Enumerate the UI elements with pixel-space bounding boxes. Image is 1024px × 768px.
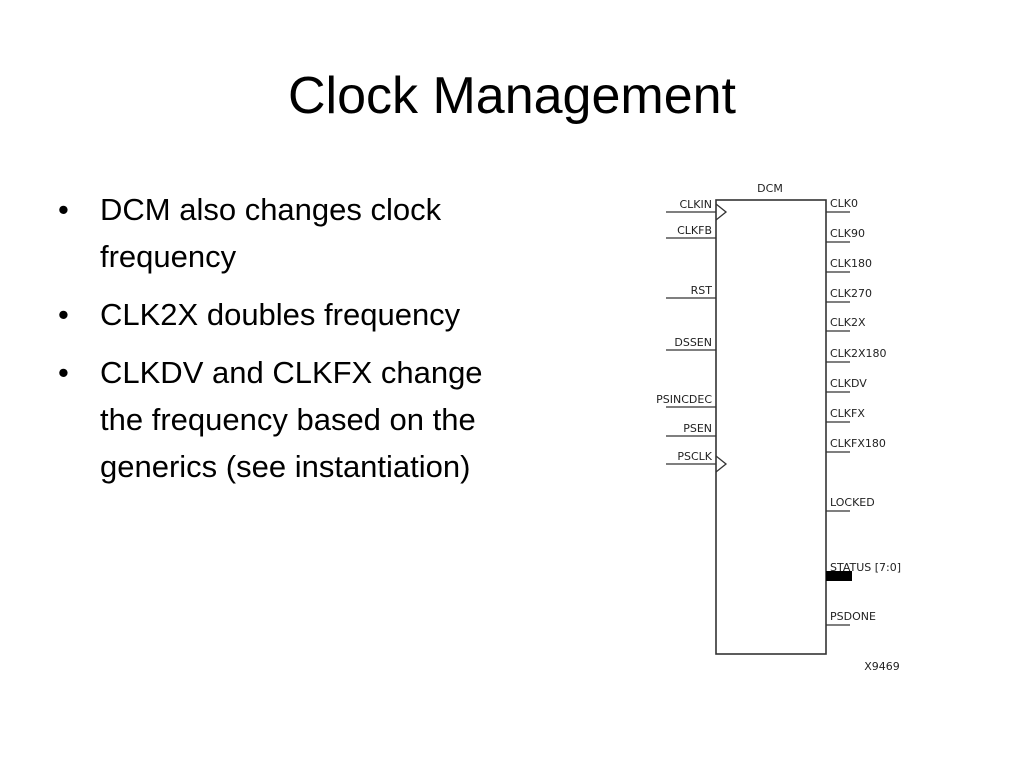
input-pin: CLKIN: [666, 198, 728, 221]
output-pin-label: CLK2X180: [830, 347, 887, 360]
dcm-diagram-svg: DCM CLKINCLKFBRSTDSSENPSINCDECPSENPSCLK …: [656, 182, 901, 673]
output-pin-label: CLK2X: [830, 316, 866, 329]
bullet-item: • DCM also changes clock frequency: [58, 186, 518, 280]
output-pin: CLK2X: [826, 316, 866, 332]
bus-line: [826, 571, 852, 581]
slide-title: Clock Management: [288, 67, 736, 125]
input-pin: CLKFB: [666, 224, 716, 239]
bullet-dot-icon: •: [58, 297, 69, 332]
input-pin: PSINCDEC: [656, 393, 716, 408]
output-pin-label: LOCKED: [830, 496, 875, 509]
output-pin: STATUS [7:0]: [826, 561, 901, 581]
bullet-text: CLK2X doubles frequency: [100, 297, 461, 332]
output-pin: CLKFX180: [826, 437, 886, 453]
output-pin-label: PSDONE: [830, 610, 876, 623]
bullet-item: • CLK2X doubles frequency: [58, 291, 518, 338]
output-pin-label: STATUS [7:0]: [830, 561, 901, 574]
output-pin: CLK90: [826, 227, 865, 243]
clock-edge-icon: [715, 455, 728, 473]
input-pin: PSEN: [666, 422, 716, 437]
output-pin-label: CLKFX: [830, 407, 865, 420]
bullet-text: CLKDV and CLKFX change the frequency bas…: [100, 355, 483, 484]
clock-edge-icon: [715, 203, 728, 221]
input-pin-label: CLKFB: [677, 224, 712, 237]
figure-id-label: X9469: [864, 660, 900, 673]
output-pin: CLKDV: [826, 377, 867, 393]
bullet-dot-icon: •: [58, 355, 69, 390]
output-pin: CLK270: [826, 287, 872, 303]
output-pin: CLK180: [826, 257, 872, 273]
input-pin-label: PSEN: [683, 422, 712, 435]
output-pin: CLKFX: [826, 407, 865, 423]
output-pin-label: CLK180: [830, 257, 872, 270]
bullet-text: DCM also changes clock frequency: [100, 192, 442, 274]
dcm-block-label: DCM: [757, 182, 783, 195]
output-pin-label: CLK270: [830, 287, 872, 300]
input-pin-label: PSCLK: [677, 450, 712, 463]
output-pin-label: CLK0: [830, 197, 858, 210]
bullet-dot-icon: •: [58, 192, 69, 227]
input-pin: RST: [666, 284, 716, 299]
input-pin-label: PSINCDEC: [656, 393, 712, 406]
output-pin-label: CLKDV: [830, 377, 867, 390]
input-pin-label: CLKIN: [680, 198, 713, 211]
output-pin: CLK0: [826, 197, 858, 213]
output-pin: CLK2X180: [826, 347, 887, 363]
input-pin-label: RST: [691, 284, 713, 297]
output-pin-label: CLK90: [830, 227, 865, 240]
input-pin-label: DSSEN: [674, 336, 712, 349]
bullet-item: • CLKDV and CLKFX change the frequency b…: [58, 349, 518, 490]
input-pin: DSSEN: [666, 336, 716, 351]
dcm-block-box: [715, 199, 827, 655]
output-pin: LOCKED: [826, 496, 875, 512]
bullet-list: • DCM also changes clock frequency • CLK…: [58, 186, 518, 501]
output-pin-label: CLKFX180: [830, 437, 886, 450]
output-pin: PSDONE: [826, 610, 876, 626]
dcm-input-pins: CLKIN CLKFB RST DSSEN PSINCDEC PSEN PSCLK: [656, 198, 728, 473]
input-pin: PSCLK: [666, 450, 728, 473]
